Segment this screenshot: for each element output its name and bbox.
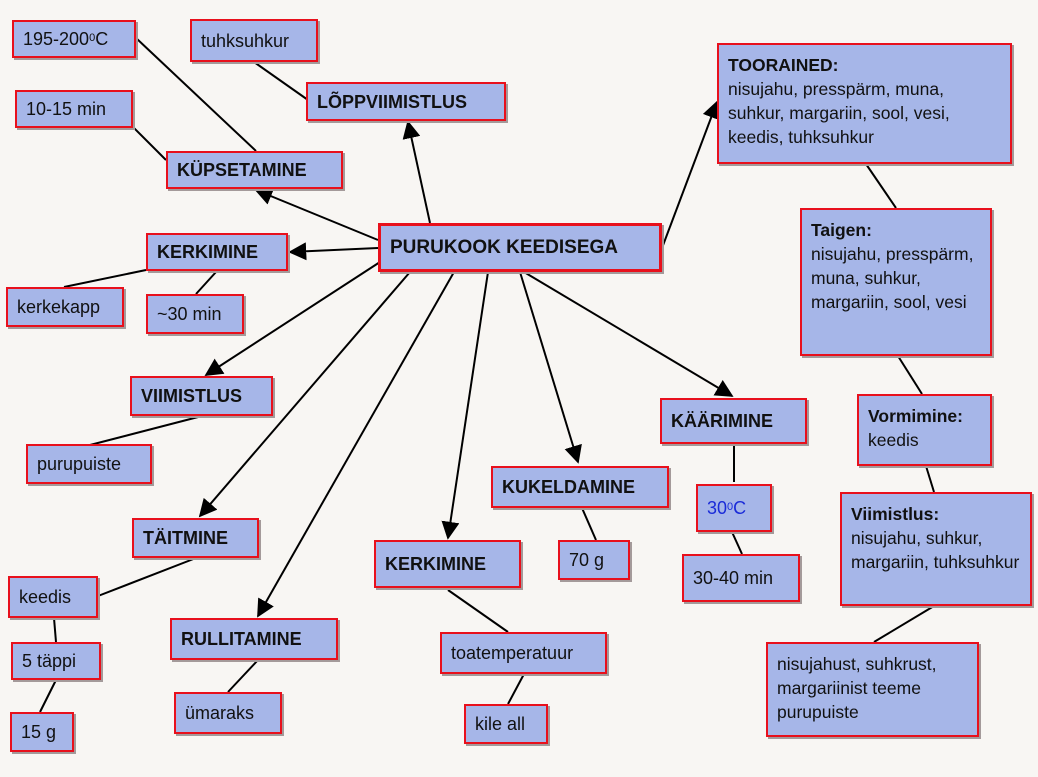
main-topic-label: PURUKOOK KEEDISEGA	[390, 236, 619, 258]
node-15g: 15 g	[10, 712, 74, 752]
time-bake-label: 10-15 min	[26, 99, 107, 119]
toatemperatuur-label: toatemperatuur	[451, 643, 574, 663]
node-kerkimine-1: KERKIMINE	[146, 233, 288, 271]
edge-main-taitmine	[198, 271, 411, 518]
edge-main-kukeldamine	[519, 271, 582, 464]
node-tappi: 5 täppi	[11, 642, 101, 680]
edge-main-kaarimine	[523, 271, 734, 397]
node-toorained: TOORAINED: nisujahu, presspärm, muna, su…	[717, 43, 1012, 164]
tappi-label: 5 täppi	[22, 651, 77, 671]
edge-main-rullitamine	[257, 271, 455, 618]
tuhksuhkur-label: tuhksuhkur	[201, 30, 290, 51]
edge-temp-oven-kupsetamine	[135, 37, 257, 152]
time-ferment-label: 30-40 min	[693, 568, 774, 588]
node-time-bake: 10-15 min	[15, 90, 133, 128]
node-taigen: Taigen: nisujahu, presspärm, muna, suhku…	[800, 208, 992, 356]
temp-ferment-value: 30	[707, 498, 728, 518]
edge-kukeldamine-g70	[581, 507, 597, 541]
edge-main-kupsetamine	[254, 187, 379, 241]
kile-all-label: kile all	[475, 714, 526, 734]
edge-time-bake-kupsetamine	[131, 125, 167, 161]
edge-kerkimine1-time-rise	[195, 271, 217, 295]
node-tuhksuhkur: tuhksuhkur	[190, 19, 318, 62]
edge-tuhksuhkur-loppviimistlus	[253, 61, 309, 101]
viimistlus-box-text: nisujahu, suhkur, margariin, tuhksuhkur	[851, 528, 1020, 572]
taigen-text: nisujahu, presspärm, muna, suhkur, marga…	[811, 244, 974, 312]
node-keedis: keedis	[8, 576, 98, 618]
node-kupsetamine: KÜPSETAMINE	[166, 151, 343, 189]
toorained-text: nisujahu, presspärm, muna, suhkur, marga…	[728, 79, 950, 147]
kerkekapp-label: kerkekapp	[17, 297, 101, 317]
purupuiste-note-text: nisujahust, suhkrust, margariinist teeme…	[777, 654, 937, 722]
edge-main-viimistlus	[204, 261, 381, 376]
node-kukeldamine: KUKELDAMINE	[491, 466, 669, 508]
viimistlus-box-title: Viimistlus:	[851, 504, 940, 524]
node-loppviimistlus: LÕPPVIIMISTLUS	[306, 82, 506, 121]
edge-rullitamine-umaraks	[227, 659, 259, 693]
viimistlus-label: VIIMISTLUS	[141, 386, 243, 406]
temp-oven-value: 195-200	[23, 29, 90, 49]
edge-main-kerkimine1	[288, 242, 379, 261]
node-umaraks: ümaraks	[174, 692, 282, 734]
taitmine-label: TÄITMINE	[143, 528, 228, 548]
edge-main-loppviimistlus	[402, 120, 431, 224]
vormimine-text: keedis	[868, 430, 919, 450]
taigen-title: Taigen:	[811, 220, 872, 240]
node-main-topic: PURUKOOK KEEDISEGA	[378, 223, 662, 272]
kerkimine-2-label: KERKIMINE	[385, 554, 487, 574]
edge-keedis-tappi	[53, 617, 57, 643]
15g-label: 15 g	[21, 722, 57, 742]
edge-taigen-vormimine	[897, 355, 923, 395]
edge-viimistlus-note	[873, 605, 935, 643]
node-kerkimine-2: KERKIMINE	[374, 540, 521, 588]
node-time-rise: ~30 min	[146, 294, 244, 334]
edge-kerkimine2-toatemperatuur	[447, 589, 509, 633]
edge-toorained-taigen	[865, 163, 897, 209]
edge-kerkimine1-kerkekapp	[63, 269, 147, 288]
edge-toatemperatuur-kile	[507, 673, 525, 705]
umaraks-label: ümaraks	[185, 703, 255, 723]
vormimine-title: Vormimine:	[868, 406, 963, 426]
node-toatemperatuur: toatemperatuur	[440, 632, 607, 674]
node-viimistlus: VIIMISTLUS	[130, 376, 273, 416]
70g-label: 70 g	[569, 550, 605, 570]
purupuiste-label: purupuiste	[37, 454, 122, 474]
node-vormimine: Vormimine: keedis	[857, 394, 992, 466]
node-purupuiste: purupuiste	[26, 444, 152, 484]
edge-tappi-g15	[39, 679, 57, 713]
temp-oven-unit: C	[95, 29, 109, 49]
node-kerkekapp: kerkekapp	[6, 287, 124, 327]
loppviimistlus-label: LÕPPVIIMISTLUS	[317, 91, 468, 112]
temp-ferment-unit: C	[733, 498, 747, 518]
kupsetamine-label: KÜPSETAMINE	[177, 160, 307, 180]
time-rise-label: ~30 min	[157, 304, 222, 324]
node-time-ferment: 30-40 min	[682, 554, 800, 602]
node-rullitamine: RULLITAMINE	[170, 618, 338, 660]
edge-taitmine-keedis	[97, 557, 197, 597]
edge-main-kerkimine2	[441, 271, 489, 540]
kerkimine-1-label: KERKIMINE	[157, 242, 259, 262]
node-purupuiste-note: nisujahust, suhkrust, margariinist teeme…	[766, 642, 979, 737]
node-viimistlus-box: Viimistlus: nisujahu, suhkur, margariin,…	[840, 492, 1032, 606]
node-kaarimine: KÄÄRIMINE	[660, 398, 807, 444]
rullitamine-label: RULLITAMINE	[181, 629, 302, 649]
edge-vormimine-viimistlus	[925, 465, 935, 493]
node-kile-all: kile all	[464, 704, 548, 744]
edge-viimistlus-purupuiste	[89, 415, 203, 446]
node-70g: 70 g	[558, 540, 630, 580]
edge-temp-time-ferment	[731, 531, 743, 555]
kukeldamine-label: KUKELDAMINE	[502, 477, 635, 497]
edge-main-toorained	[661, 100, 720, 249]
kaarimine-label: KÄÄRIMINE	[671, 411, 773, 431]
node-taitmine: TÄITMINE	[132, 518, 259, 558]
keedis-label: keedis	[19, 587, 72, 607]
toorained-title: TOORAINED:	[728, 55, 839, 75]
